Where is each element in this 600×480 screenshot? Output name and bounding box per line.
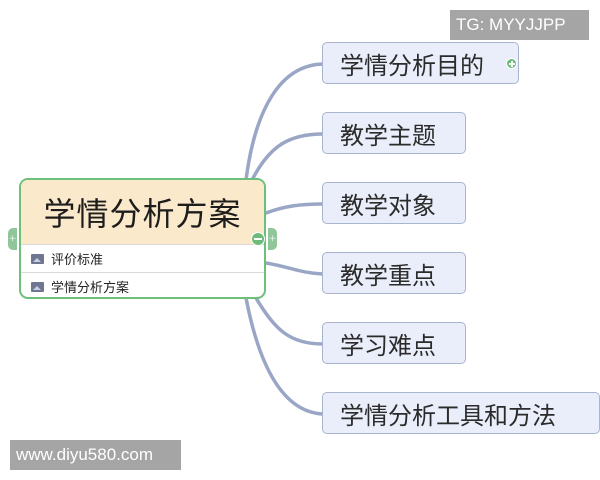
subtopic-label: 教学主题 bbox=[340, 121, 436, 150]
minus-circle-icon[interactable] bbox=[251, 232, 265, 246]
plus-circle-icon[interactable] bbox=[506, 58, 517, 69]
subtopic-label: 学情分析工具和方法 bbox=[340, 401, 556, 430]
attachment-label: 学情分析方案 bbox=[51, 281, 130, 296]
subtopic-teaching-theme[interactable]: 教学主题 bbox=[322, 112, 466, 154]
central-topic[interactable]: 学情分析方案 评价标准 学情分析方案 bbox=[19, 178, 266, 299]
image-icon bbox=[31, 281, 44, 292]
subtopic-learning-difficulty[interactable]: 学习难点 bbox=[322, 322, 466, 364]
subtopic-teaching-focus[interactable]: 教学重点 bbox=[322, 252, 466, 294]
subtopic-analysis-purpose[interactable]: 学情分析目的 bbox=[322, 42, 519, 84]
subtopic-teaching-target[interactable]: 教学对象 bbox=[322, 182, 466, 224]
subtopic-label: 学情分析目的 bbox=[340, 51, 484, 80]
subtopic-label: 学习难点 bbox=[340, 331, 436, 360]
subtopic-tools-methods[interactable]: 学情分析工具和方法 bbox=[322, 392, 600, 434]
right-expand-handle[interactable]: + bbox=[268, 228, 277, 250]
attachment-label: 评价标准 bbox=[51, 253, 104, 268]
image-icon bbox=[31, 253, 44, 264]
central-topic-title: 学情分析方案 bbox=[21, 180, 264, 244]
subtopic-label: 教学重点 bbox=[340, 261, 436, 290]
subtopic-label: 教学对象 bbox=[340, 191, 436, 220]
attachment-row[interactable]: 学情分析方案 bbox=[21, 272, 264, 297]
watermark-text: www.diyu580.com bbox=[16, 445, 154, 464]
left-expand-handle[interactable]: + bbox=[8, 228, 17, 250]
watermark-top-right: TG: MYYJJPP bbox=[450, 10, 589, 40]
watermark-bottom-left: www.diyu580.com bbox=[10, 440, 181, 470]
watermark-text: TG: MYYJJPP bbox=[456, 15, 566, 34]
attachment-row[interactable]: 评价标准 bbox=[21, 244, 264, 272]
